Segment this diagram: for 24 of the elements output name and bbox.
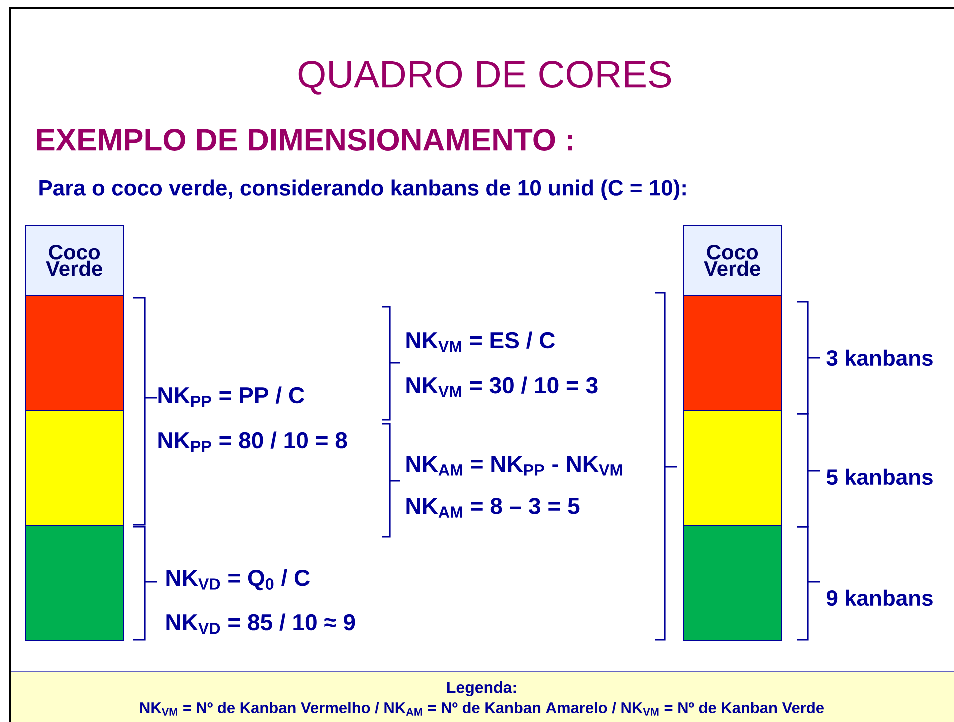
intro-text: Para o coco verde, considerando kanbans de 10 unid (C = 10): bbox=[40, 180, 686, 200]
formula: NK$_{AM}$ = NK$_{PP}$ - NK$_{VM}$ bbox=[406, 456, 622, 476]
count-label: 3 kanbans bbox=[826, 350, 933, 366]
subtitle: EXEMPLO DE DIMENSIONAMENTO : bbox=[37, 129, 572, 151]
color-box bbox=[683, 410, 782, 526]
color-box bbox=[683, 524, 782, 642]
color-box bbox=[25, 524, 124, 642]
header-box: Coco Verde bbox=[683, 225, 782, 296]
legend-heading: Legenda: bbox=[448, 682, 516, 696]
formula: NK$_{PP}$ = 80 / 10 = 8 bbox=[158, 432, 348, 452]
formula: NK$_{VD}$ = Q$_{0}$ / C bbox=[166, 569, 310, 591]
formula: NK$_{VM}$ = ES / C bbox=[406, 332, 556, 352]
color-box bbox=[25, 410, 124, 526]
legend-text: NK$_{VM}$ = Nº de Kanban Vermelho / NK$_{AM}$ = Nº de Kanban Amarelo / NK$_{VM}$ = Nº de Kanban Verde bbox=[140, 702, 824, 716]
formula: NK$_{VM}$ = 30 / 10 = 3 bbox=[406, 376, 598, 398]
formula: NK$_{AM}$ = 8 – 3 = 5 bbox=[406, 498, 580, 518]
count-label: 9 kanbans bbox=[826, 590, 933, 606]
formula: NK$_{VD}$ = 85 / 10 ≈ 9 bbox=[166, 614, 356, 634]
formula: NK$_{PP}$ = PP / C bbox=[158, 386, 304, 408]
color-box bbox=[683, 294, 782, 412]
header-box: Coco Verde bbox=[25, 225, 124, 296]
count-label: 5 kanbans bbox=[826, 468, 933, 486]
color-box bbox=[25, 294, 124, 412]
title: QUADRO DE CORES bbox=[298, 61, 672, 95]
